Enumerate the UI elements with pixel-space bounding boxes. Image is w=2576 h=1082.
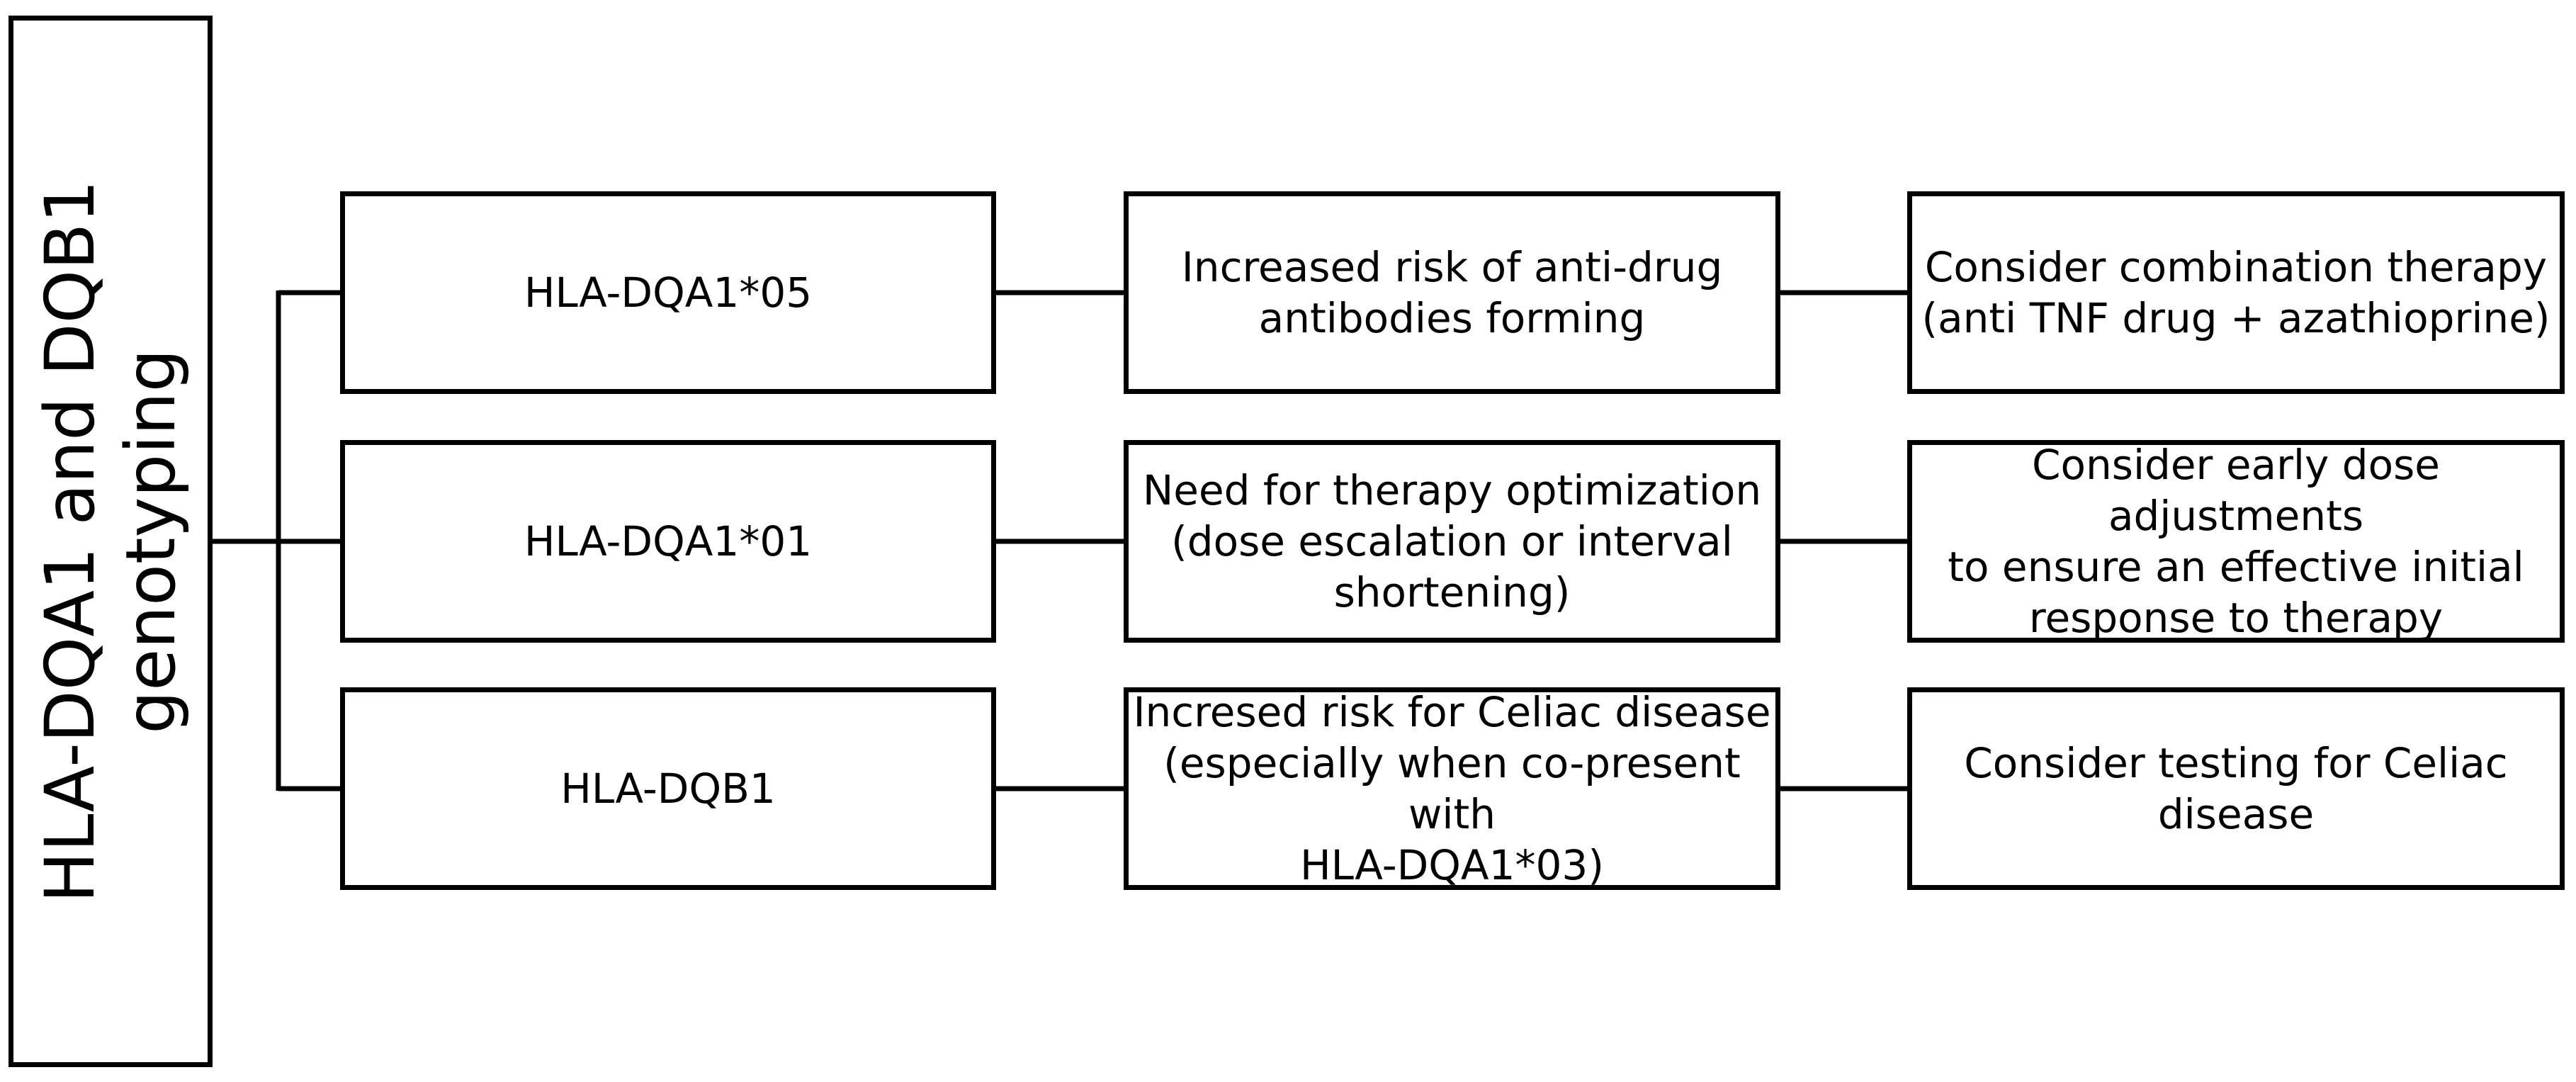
recommendation-label: Consider combination therapy (anti TNF d… [1921, 243, 2550, 342]
recommendation-label: Consider early dose adjustments to ensur… [1948, 441, 2524, 642]
finding-box: Increased risk of anti-drug antibodies f… [1124, 191, 1780, 394]
finding-box: Incresed risk for Celiac disease (especi… [1124, 687, 1780, 890]
genotype-box: HLA-DQA1*05 [340, 191, 996, 394]
finding-label: Increased risk of anti-drug antibodies f… [1181, 243, 1723, 342]
finding-label: Incresed risk for Celiac disease (especi… [1133, 688, 1771, 889]
recommendation-box: Consider testing for Celiac disease [1907, 687, 2565, 890]
root-genotyping-box: HLA-DQA1 and DQB1 genotyping [9, 16, 213, 1067]
finding-box: Need for therapy optimization (dose esca… [1124, 440, 1780, 643]
recommendation-label: Consider testing for Celiac disease [1964, 739, 2508, 838]
finding-label: Need for therapy optimization (dose esca… [1142, 466, 1762, 616]
recommendation-box: Consider early dose adjustments to ensur… [1907, 440, 2565, 643]
genotype-label: HLA-DQA1*05 [524, 269, 813, 317]
genotype-box: HLA-DQB1 [340, 687, 996, 890]
root-genotyping-label: HLA-DQA1 and DQB1 genotyping [30, 179, 191, 903]
genotype-box: HLA-DQA1*01 [340, 440, 996, 643]
recommendation-box: Consider combination therapy (anti TNF d… [1907, 191, 2565, 394]
genotype-label: HLA-DQB1 [560, 765, 776, 813]
genotype-label: HLA-DQA1*01 [524, 517, 813, 565]
